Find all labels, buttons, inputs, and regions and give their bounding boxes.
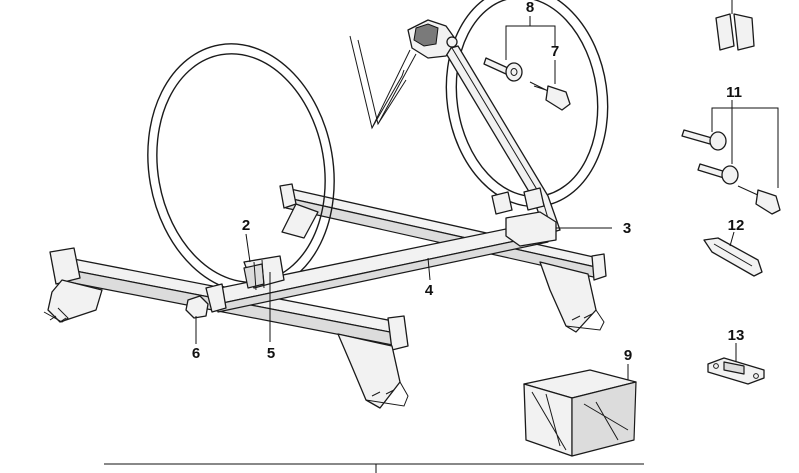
callout-4: 4	[425, 282, 434, 299]
retaining-strap	[703, 237, 763, 277]
callout-6: 6	[192, 345, 200, 362]
front-bar-foot-right	[337, 333, 409, 409]
callout-3: 3	[623, 220, 631, 237]
callout-12: 12	[728, 217, 745, 234]
rear-bar-foot-right	[539, 261, 605, 333]
spacer-clip	[715, 13, 755, 51]
bicycle-frame	[349, 35, 417, 130]
frame-clamp	[407, 19, 458, 59]
rail-end-cap	[185, 295, 209, 319]
wheel-rail	[205, 221, 549, 313]
rear-wheel-clamp	[491, 187, 557, 247]
front-bicycle-wheel	[147, 43, 335, 293]
mounting-plate	[707, 357, 765, 385]
rear-bar-foot-left	[281, 203, 319, 239]
front-wheel-holder	[243, 255, 285, 291]
callout-13: 13	[728, 327, 745, 344]
spare-key	[737, 185, 781, 215]
front-bar-foot-left	[43, 279, 103, 323]
bottom-divider	[104, 463, 644, 473]
packaging-box	[523, 369, 637, 457]
lock-bolt	[483, 57, 523, 82]
leader-lines	[195, 0, 779, 380]
callout-8: 8	[526, 0, 534, 16]
callout-11: 11	[726, 84, 742, 101]
bolt-set	[681, 129, 739, 185]
callout-2: 2	[242, 217, 250, 234]
lock-key	[529, 81, 571, 111]
callout-9: 9	[624, 347, 632, 364]
callout-7: 7	[551, 43, 559, 60]
callout-5: 5	[267, 345, 275, 362]
